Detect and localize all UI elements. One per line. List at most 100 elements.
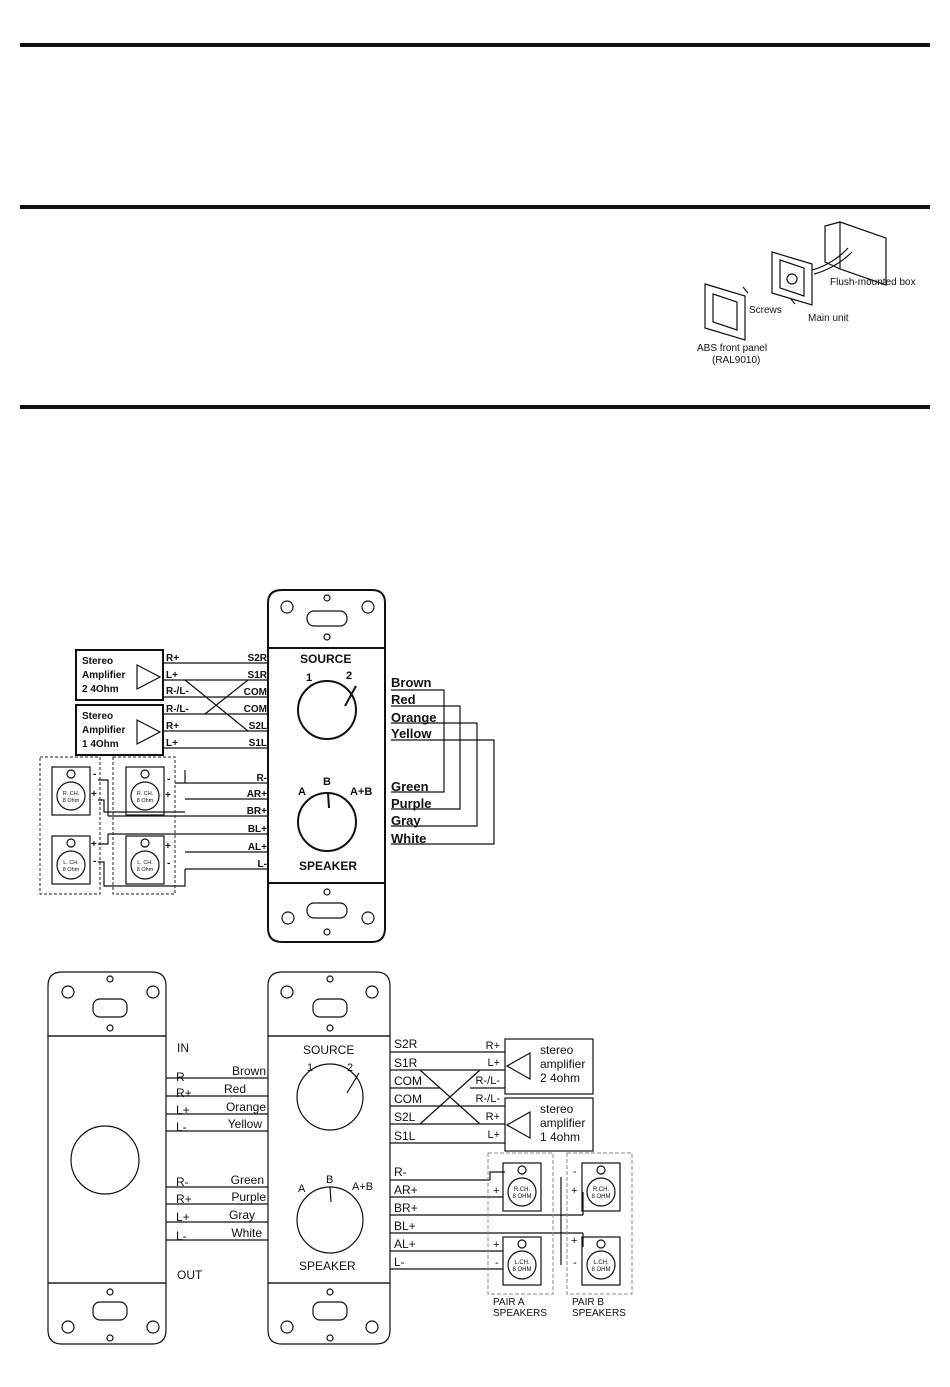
speaker-b-left: L. CH. 8 Ohm + -	[51, 835, 97, 885]
front-panel-label: ABS front panel	[697, 343, 767, 354]
wall-plate-1: SOURCE 1 2 A B A+B SPEAKER	[267, 589, 386, 943]
svg-text:2 4ohm: 2 4ohm	[540, 1071, 580, 1085]
terminal-s2r: S2R	[248, 653, 268, 664]
svg-text:B: B	[326, 1174, 333, 1186]
speaker-pair-b-1	[39, 756, 101, 895]
wall-plate-2: SOURCE 1 2 A B A+B SPEAKER	[267, 971, 391, 1345]
svg-text:+: +	[571, 1235, 577, 1247]
terminals-top-2: S2R S1R COM COM S2L S1L	[394, 1037, 422, 1143]
svg-text:8 OHM: 8 OHM	[591, 1194, 610, 1200]
svg-text:L+: L+	[487, 1129, 500, 1141]
svg-text:Gray: Gray	[229, 1208, 255, 1222]
svg-text:+: +	[165, 790, 171, 801]
svg-text:1 4Ohm: 1 4Ohm	[82, 739, 119, 750]
svg-text:L. CH.: L. CH.	[137, 860, 153, 866]
source-knob[interactable]	[297, 680, 357, 740]
amplifier-2-box: Stereo Amplifier 2 4Ohm R+ L+ R-/L-	[75, 649, 189, 701]
svg-text:amplifier: amplifier	[540, 1057, 585, 1071]
terminal-ar-plus: AR+	[247, 789, 267, 800]
svg-text:L+: L+	[487, 1057, 500, 1069]
svg-text:S1R: S1R	[394, 1056, 418, 1070]
amp-wires-1	[163, 662, 268, 749]
color-loop-wires-1	[391, 689, 495, 845]
svg-text:L+: L+	[176, 1210, 190, 1224]
speaker-label: SPEAKER	[299, 859, 357, 873]
speaker-knob-2[interactable]	[296, 1186, 364, 1254]
svg-text:R. CH.: R. CH.	[137, 791, 154, 797]
ral-label: (RAL9010)	[712, 355, 760, 366]
pair-b-right-speaker: R.CH. 8 OHM - +	[571, 1162, 621, 1212]
speaker-knob[interactable]	[297, 792, 357, 852]
svg-text:+: +	[493, 1239, 499, 1251]
svg-text:-: -	[495, 1166, 499, 1178]
pair-b-box	[566, 1152, 633, 1295]
terminal-br-plus: BR+	[247, 806, 267, 817]
svg-text:+: +	[493, 1185, 499, 1197]
source-label-2: SOURCE	[303, 1043, 354, 1057]
pair-a-box	[487, 1152, 554, 1295]
flush-box-shape	[839, 221, 887, 286]
svg-text:-: -	[167, 774, 170, 785]
wiring-diagram-1: SOURCE 1 2 A B A+B SPEAKER S2R S1R COM C…	[39, 589, 495, 943]
terminal-s1l: S1L	[249, 738, 267, 749]
wire-white: White	[391, 831, 426, 846]
source-pos-2: 2	[346, 670, 352, 682]
svg-text:BL+: BL+	[394, 1219, 416, 1233]
svg-text:2 4Ohm: 2 4Ohm	[82, 684, 119, 695]
wire-yellow: Yellow	[391, 726, 432, 741]
svg-text:BR+: BR+	[394, 1201, 418, 1215]
svg-text:COM: COM	[394, 1074, 422, 1088]
svg-text:L+: L+	[176, 1103, 190, 1117]
pair-a-sublabel: SPEAKERS	[493, 1308, 547, 1319]
svg-text:R-/L-: R-/L-	[166, 704, 189, 715]
svg-text:+: +	[91, 839, 97, 850]
front-panel-shape	[704, 283, 746, 341]
svg-text:8 Ohm: 8 Ohm	[137, 867, 154, 873]
in-out-knob[interactable]	[70, 1125, 140, 1195]
main-unit-shape	[771, 251, 813, 306]
svg-text:-: -	[573, 1257, 577, 1269]
svg-text:Purple: Purple	[231, 1190, 266, 1204]
svg-text:AL+: AL+	[394, 1237, 416, 1251]
svg-text:8 OHM: 8 OHM	[512, 1267, 531, 1273]
amp-wires-2	[390, 1051, 505, 1144]
in-label: IN	[177, 1041, 189, 1055]
svg-text:-: -	[167, 858, 170, 869]
svg-text:R.CH.: R.CH.	[514, 1187, 531, 1193]
svg-text:R-/L-: R-/L-	[476, 1093, 501, 1105]
svg-text:AR+: AR+	[394, 1183, 418, 1197]
svg-text:R+: R+	[176, 1086, 192, 1100]
svg-text:8 OHM: 8 OHM	[512, 1194, 531, 1200]
terminal-com-2: COM	[244, 704, 267, 715]
svg-text:A+B: A+B	[352, 1181, 373, 1193]
svg-text:R+: R+	[166, 721, 179, 732]
svg-text:L.CH.: L.CH.	[593, 1260, 609, 1266]
svg-text:R. CH.: R. CH.	[63, 791, 80, 797]
speaker-a-left: L. CH. 8 Ohm + -	[125, 835, 171, 885]
svg-text:Brown: Brown	[232, 1064, 266, 1078]
svg-text:8 Ohm: 8 Ohm	[63, 867, 80, 873]
source-label: SOURCE	[300, 652, 351, 666]
svg-text:R+: R+	[486, 1111, 500, 1123]
pair-a-label: PAIR A	[493, 1297, 525, 1308]
svg-text:R-: R-	[176, 1175, 189, 1189]
pair-a-right-speaker: R.CH. 8 OHM - +	[493, 1162, 542, 1212]
speaker-b-right: R. CH. 8 Ohm - +	[51, 766, 97, 816]
svg-text:-: -	[495, 1257, 499, 1269]
svg-text:Orange: Orange	[226, 1100, 266, 1114]
svg-text:Red: Red	[224, 1082, 246, 1096]
svg-text:R-: R-	[394, 1165, 407, 1179]
speaker-pos-a: A	[298, 786, 306, 798]
svg-text:1: 1	[307, 1062, 313, 1074]
svg-text:+: +	[91, 789, 97, 800]
svg-text:R.CH.: R.CH.	[593, 1187, 610, 1193]
terminal-bl-plus: BL+	[248, 824, 267, 835]
source-knob-2[interactable]	[296, 1063, 364, 1131]
svg-text:L.CH.: L.CH.	[514, 1260, 530, 1266]
terminals-top-1: S2R S1R COM COM S2L S1L	[244, 653, 268, 749]
svg-text:Amplifier: Amplifier	[82, 725, 125, 736]
terminal-l-minus: L-	[258, 859, 267, 870]
amp-pins-2: R+ L+ R-/L- R-/L- R+ L+	[476, 1040, 501, 1141]
wire-brown: Brown	[391, 675, 432, 690]
svg-text:-: -	[573, 1166, 577, 1178]
